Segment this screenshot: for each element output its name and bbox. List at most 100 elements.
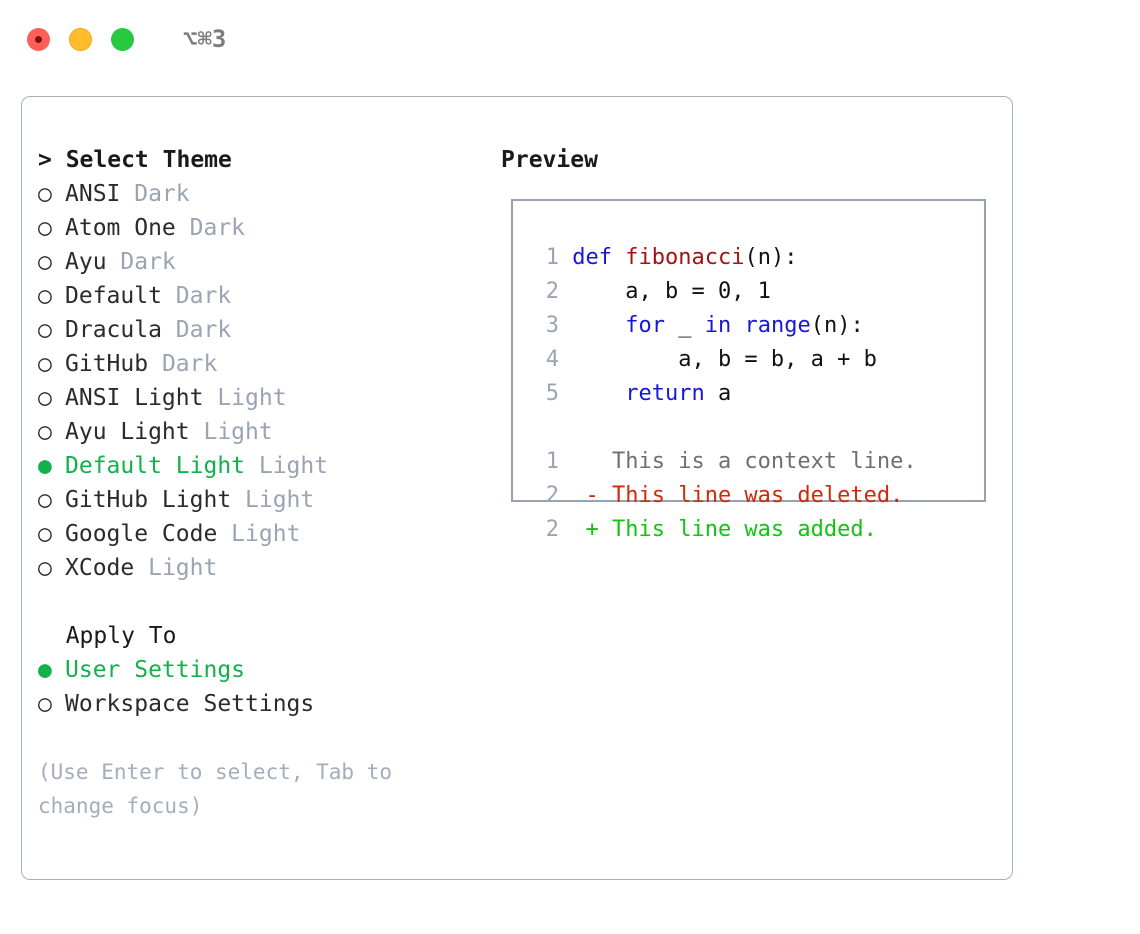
theme-list-item[interactable]: ○ ANSI Dark — [38, 177, 498, 211]
close-button[interactable] — [27, 27, 50, 51]
theme-list-item[interactable]: ○ Dracula Dark — [38, 313, 498, 347]
theme-list-item[interactable]: ○ ANSI Light Light — [38, 381, 498, 415]
apply-to-heading: Apply To — [38, 623, 177, 649]
theme-list-item[interactable]: ○ Atom One Dark — [38, 211, 498, 245]
line-number: 1 — [545, 245, 559, 270]
theme-item-label: GitHub Light — [65, 487, 232, 513]
apply-to-list: ● User Settings ○ Workspace Settings — [38, 653, 498, 721]
line-number: 2 — [545, 483, 559, 508]
keyboard-hint: (Use Enter to select, Tab to change focu… — [38, 760, 393, 818]
theme-item-tag: Dark — [120, 181, 190, 207]
code-token: (n): — [744, 245, 798, 270]
theme-item-tag: Dark — [161, 283, 232, 309]
theme-picker-heading: > Select Theme — [38, 147, 232, 173]
theme-item-tag: Dark — [161, 317, 232, 343]
theme-item-tag: Light — [134, 555, 218, 581]
radio-unselected-icon: ○ — [38, 487, 52, 513]
apply-to-item[interactable]: ● User Settings — [38, 653, 498, 687]
radio-unselected-icon: ○ — [38, 419, 52, 445]
apply-to-label: User Settings — [65, 657, 246, 683]
window-controls — [27, 27, 134, 51]
code-token: a, b = 0, 1 — [572, 279, 771, 304]
code-token: for — [625, 313, 665, 338]
titlebar: ⌥⌘3 — [0, 0, 1140, 78]
radio-unselected-icon: ○ — [38, 351, 52, 377]
code-line: 4 a, b = b, a + b — [531, 343, 984, 377]
code-line: 5 return a — [531, 377, 984, 411]
radio-selected-icon: ● — [38, 453, 52, 479]
code-line: 3 for _ in range(n): — [531, 309, 984, 343]
theme-list-item[interactable]: ○Ayu Dark — [38, 245, 498, 279]
code-token — [572, 313, 625, 338]
theme-list-item[interactable]: ○Google Code Light — [38, 517, 498, 551]
main-panel: > Select Theme ○ANSI Dark○Atom One Dark○… — [21, 96, 1013, 880]
radio-unselected-icon: ○ — [38, 181, 52, 207]
line-number: 2 — [545, 517, 559, 542]
code-token: _ — [664, 313, 705, 338]
theme-list-item[interactable]: ● Default Light Light — [38, 449, 498, 483]
diff-line-text: + This line was added. — [559, 517, 877, 542]
theme-list-item[interactable]: ○ GitHub Dark — [38, 347, 498, 381]
theme-list: ○ANSI Dark○Atom One Dark○Ayu Dark○Defaul… — [38, 177, 498, 585]
radio-unselected-icon: ○ — [38, 691, 52, 717]
hint-spacer — [38, 721, 498, 755]
line-number: 5 — [545, 381, 559, 406]
code-token: a, b = b, a + b — [572, 347, 877, 372]
code-token: return — [625, 381, 705, 406]
theme-item-label: Default — [65, 283, 162, 309]
radio-unselected-icon: ○ — [38, 215, 52, 241]
code-token: a — [704, 381, 732, 406]
diff-line: 2 - This line was deleted. — [531, 479, 984, 513]
apply-to-item[interactable]: ○ Workspace Settings — [38, 687, 498, 721]
diff-line: 2 + This line was added. — [531, 513, 984, 547]
radio-selected-icon: ● — [38, 657, 52, 683]
theme-list-item[interactable]: ○ Ayu Light Light — [38, 415, 498, 449]
radio-unselected-icon: ○ — [38, 283, 52, 309]
theme-item-label: XCode — [65, 555, 135, 581]
theme-item-label: Dracula — [65, 317, 162, 343]
maximize-button[interactable] — [111, 27, 134, 51]
theme-item-label: GitHub — [65, 351, 149, 377]
theme-item-label: Google Code — [65, 521, 218, 547]
preview-column: Preview 1 def fibonacci(n):2 a, b = 0, 1… — [501, 143, 991, 542]
code-token — [572, 381, 625, 406]
theme-list-item[interactable]: ○XCode Light — [38, 551, 498, 585]
apply-to-label: Workspace Settings — [65, 691, 315, 717]
line-number: 3 — [545, 313, 559, 338]
theme-item-tag: Dark — [106, 249, 176, 275]
code-diff-gap — [531, 411, 984, 445]
line-number: 2 — [545, 279, 559, 304]
code-line: 2 a, b = 0, 1 — [531, 275, 984, 309]
code-token: fibonacci — [625, 245, 745, 270]
radio-unselected-icon: ○ — [38, 385, 52, 411]
code-token: def — [572, 245, 626, 270]
theme-item-tag: Dark — [175, 215, 246, 241]
diff-sample: 1 This is a context line. 2 - This line w… — [531, 445, 984, 547]
theme-item-label: ANSI Light — [65, 385, 204, 411]
radio-unselected-icon: ○ — [38, 317, 52, 343]
minimize-button[interactable] — [69, 27, 92, 51]
code-token — [731, 313, 744, 338]
theme-item-tag: Light — [203, 385, 287, 411]
theme-item-label: Default Light — [65, 453, 246, 479]
line-number: 4 — [545, 347, 559, 372]
theme-item-tag: Light — [245, 453, 329, 479]
theme-item-label: Ayu Light — [65, 419, 190, 445]
code-token: (n): — [810, 313, 864, 338]
theme-picker-column: > Select Theme ○ANSI Dark○Atom One Dark○… — [38, 143, 498, 823]
radio-unselected-icon: ○ — [38, 521, 52, 547]
theme-item-label: Atom One — [65, 215, 176, 241]
code-token: range — [744, 313, 811, 338]
theme-list-item[interactable]: ○ Default Dark — [38, 279, 498, 313]
theme-item-tag: Light — [231, 487, 315, 513]
theme-item-tag: Light — [189, 419, 273, 445]
keyboard-shortcut-label: ⌥⌘3 — [183, 25, 227, 53]
list-spacer — [38, 585, 498, 619]
line-number: 1 — [545, 449, 559, 474]
theme-item-label: ANSI — [65, 181, 121, 207]
diff-line-text: This is a context line. — [559, 449, 917, 474]
theme-list-item[interactable]: ○ GitHub Light Light — [38, 483, 498, 517]
theme-item-tag: Dark — [148, 351, 218, 377]
